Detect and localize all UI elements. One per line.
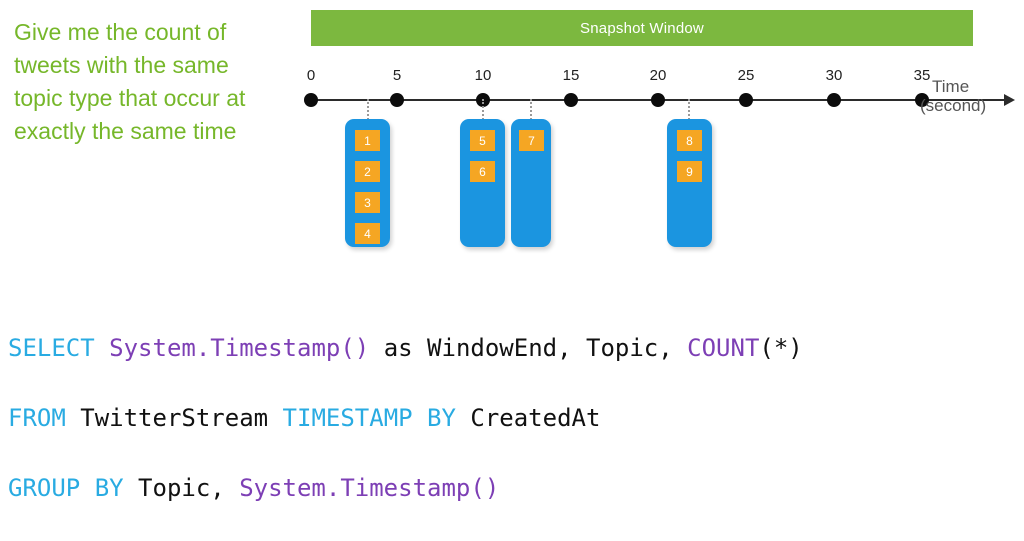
sql-keyword: SELECT [8,334,95,362]
tick-dot-15 [564,93,578,107]
tick-label-20: 20 [649,67,667,84]
axis-title: Time (second) [920,77,1022,115]
tick-dot-30 [827,93,841,107]
sql-keyword: TIMESTAMP BY [282,404,456,432]
tick-label-10: 10 [474,67,492,84]
sql-line-1: SELECT System.Timestamp() as WindowEnd, … [8,331,1018,366]
event-tile[interactable]: 7 [519,130,544,151]
question-text: Give me the count of tweets with the sam… [14,19,252,144]
event-tile[interactable]: 1 [355,130,380,151]
sql-keyword: GROUP BY [8,474,124,502]
event-tile[interactable]: 9 [677,161,702,182]
event-tile[interactable]: 3 [355,192,380,213]
event-group-2[interactable]: 5 6 [460,119,505,247]
event-tile[interactable]: 8 [677,130,702,151]
tick-dot-35 [915,93,929,107]
connector-group-1 [367,99,371,120]
sql-text: Topic, [123,474,240,502]
snapshot-window-label: Snapshot Window [580,19,704,37]
axis-title-line2: (second) [920,96,987,115]
tick-label-30: 30 [825,67,843,84]
timeline: 0 5 10 15 20 25 30 35 Time (second) [0,55,1024,125]
tick-dot-0 [304,93,318,107]
event-group-1[interactable]: 1 2 3 4 [345,119,390,247]
tick-label-25: 25 [737,67,755,84]
connector-group-4 [688,99,692,120]
sql-text: CreatedAt [455,404,601,432]
sql-text: (*) [759,334,803,362]
tick-dot-25 [739,93,753,107]
event-tile[interactable]: 6 [470,161,495,182]
sql-function: COUNT [687,334,760,362]
tick-label-0: 0 [306,67,316,84]
tick-label-15: 15 [562,67,580,84]
sql-function: System.Timestamp() [94,334,370,362]
time-axis-arrow-icon [1004,94,1015,106]
event-group-4[interactable]: 8 9 [667,119,712,247]
sql-function: System.Timestamp() [239,474,500,502]
tick-dot-20 [651,93,665,107]
sql-line-3: GROUP BY Topic, System.Timestamp() [8,471,1018,506]
sql-keyword: FROM [8,404,66,432]
sql-line-2: FROM TwitterStream TIMESTAMP BY CreatedA… [8,401,1018,436]
event-tile[interactable]: 2 [355,161,380,182]
event-tile[interactable]: 4 [355,223,380,244]
sql-text: as WindowEnd, Topic, [369,334,688,362]
sql-query-block: SELECT System.Timestamp() as WindowEnd, … [8,296,1018,541]
sql-text: TwitterStream [65,404,283,432]
event-group-3[interactable]: 7 [511,119,551,247]
tick-dot-5 [390,93,404,107]
tick-label-5: 5 [392,67,402,84]
snapshot-window-bar: Snapshot Window [311,10,973,46]
event-tile[interactable]: 5 [470,130,495,151]
tick-label-35: 35 [913,67,931,84]
connector-group-2 [482,99,486,120]
connector-group-3 [530,99,534,120]
axis-title-line1: Time [932,77,970,96]
